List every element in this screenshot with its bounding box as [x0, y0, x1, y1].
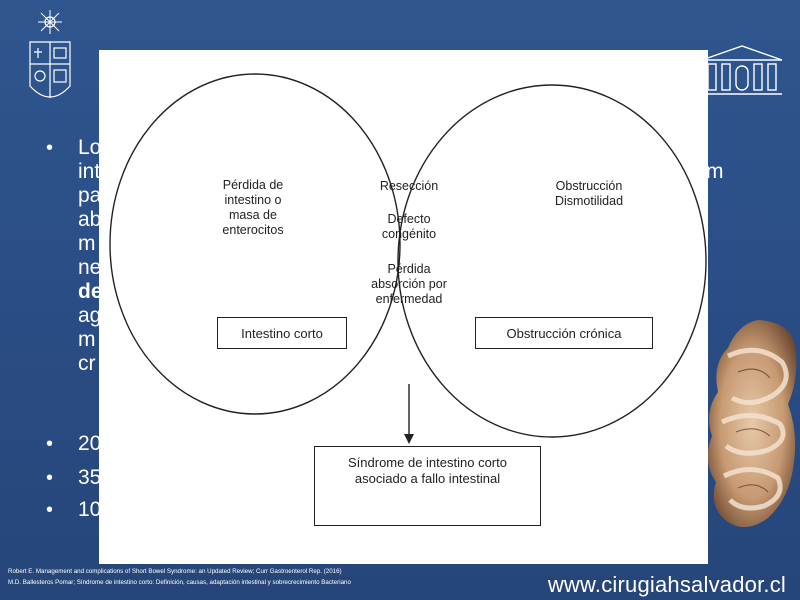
bullet-fragment: ne — [78, 256, 102, 279]
overlap-disease: Pérdida absorción por enfermedad — [371, 262, 447, 306]
bullet-right-fragment: m — [706, 160, 724, 183]
reference-2: M.D. Ballesteros Pomar; Síndrome de inte… — [8, 579, 351, 586]
intestinal-failure-box: Síndrome de intestino corto asociado a f… — [314, 446, 541, 526]
left-circle-text: Pérdida de intestino o masa de enterocit… — [222, 178, 284, 237]
bullet-fragment: m — [78, 328, 96, 351]
right-circle — [397, 84, 707, 438]
website-url: www.cirugiahsalvador.cl — [547, 572, 786, 597]
reference-1: Robert E. Management and complications o… — [8, 568, 342, 575]
bullet-fragment: Lo — [78, 136, 102, 159]
right-circle-text: Obstrucción Dismotilidad — [554, 179, 624, 208]
arrow-head — [404, 434, 414, 444]
intestine-photo — [707, 320, 797, 528]
references: Robert E. Management and complications o… — [8, 566, 351, 588]
diagram-panel: Pérdida de intestino o masa de enterocit… — [99, 50, 708, 564]
bullet-fragment: de — [78, 280, 103, 303]
bullet-fragment: ab — [78, 208, 102, 231]
venn-diagram — [109, 73, 707, 444]
bullet-dot: • — [46, 137, 54, 159]
hospital-building-illustration — [701, 45, 783, 95]
bullet-fragment: pa — [78, 184, 102, 207]
chronic-obstruction-box: Obstrucción crónica — [475, 317, 653, 349]
short-bowel-box: Intestino corto — [217, 317, 347, 349]
university-crest-logo — [29, 10, 71, 98]
bullet-fragment: cr — [78, 352, 96, 375]
left-circle — [109, 73, 401, 415]
bullet-fragment: m — [78, 232, 96, 255]
bullet-fragment: ag — [78, 304, 102, 327]
overlap-resection: Resección — [379, 179, 439, 193]
overlap-congenital: Defecto congénito — [381, 212, 437, 241]
bullet-fragment: int — [78, 160, 101, 183]
